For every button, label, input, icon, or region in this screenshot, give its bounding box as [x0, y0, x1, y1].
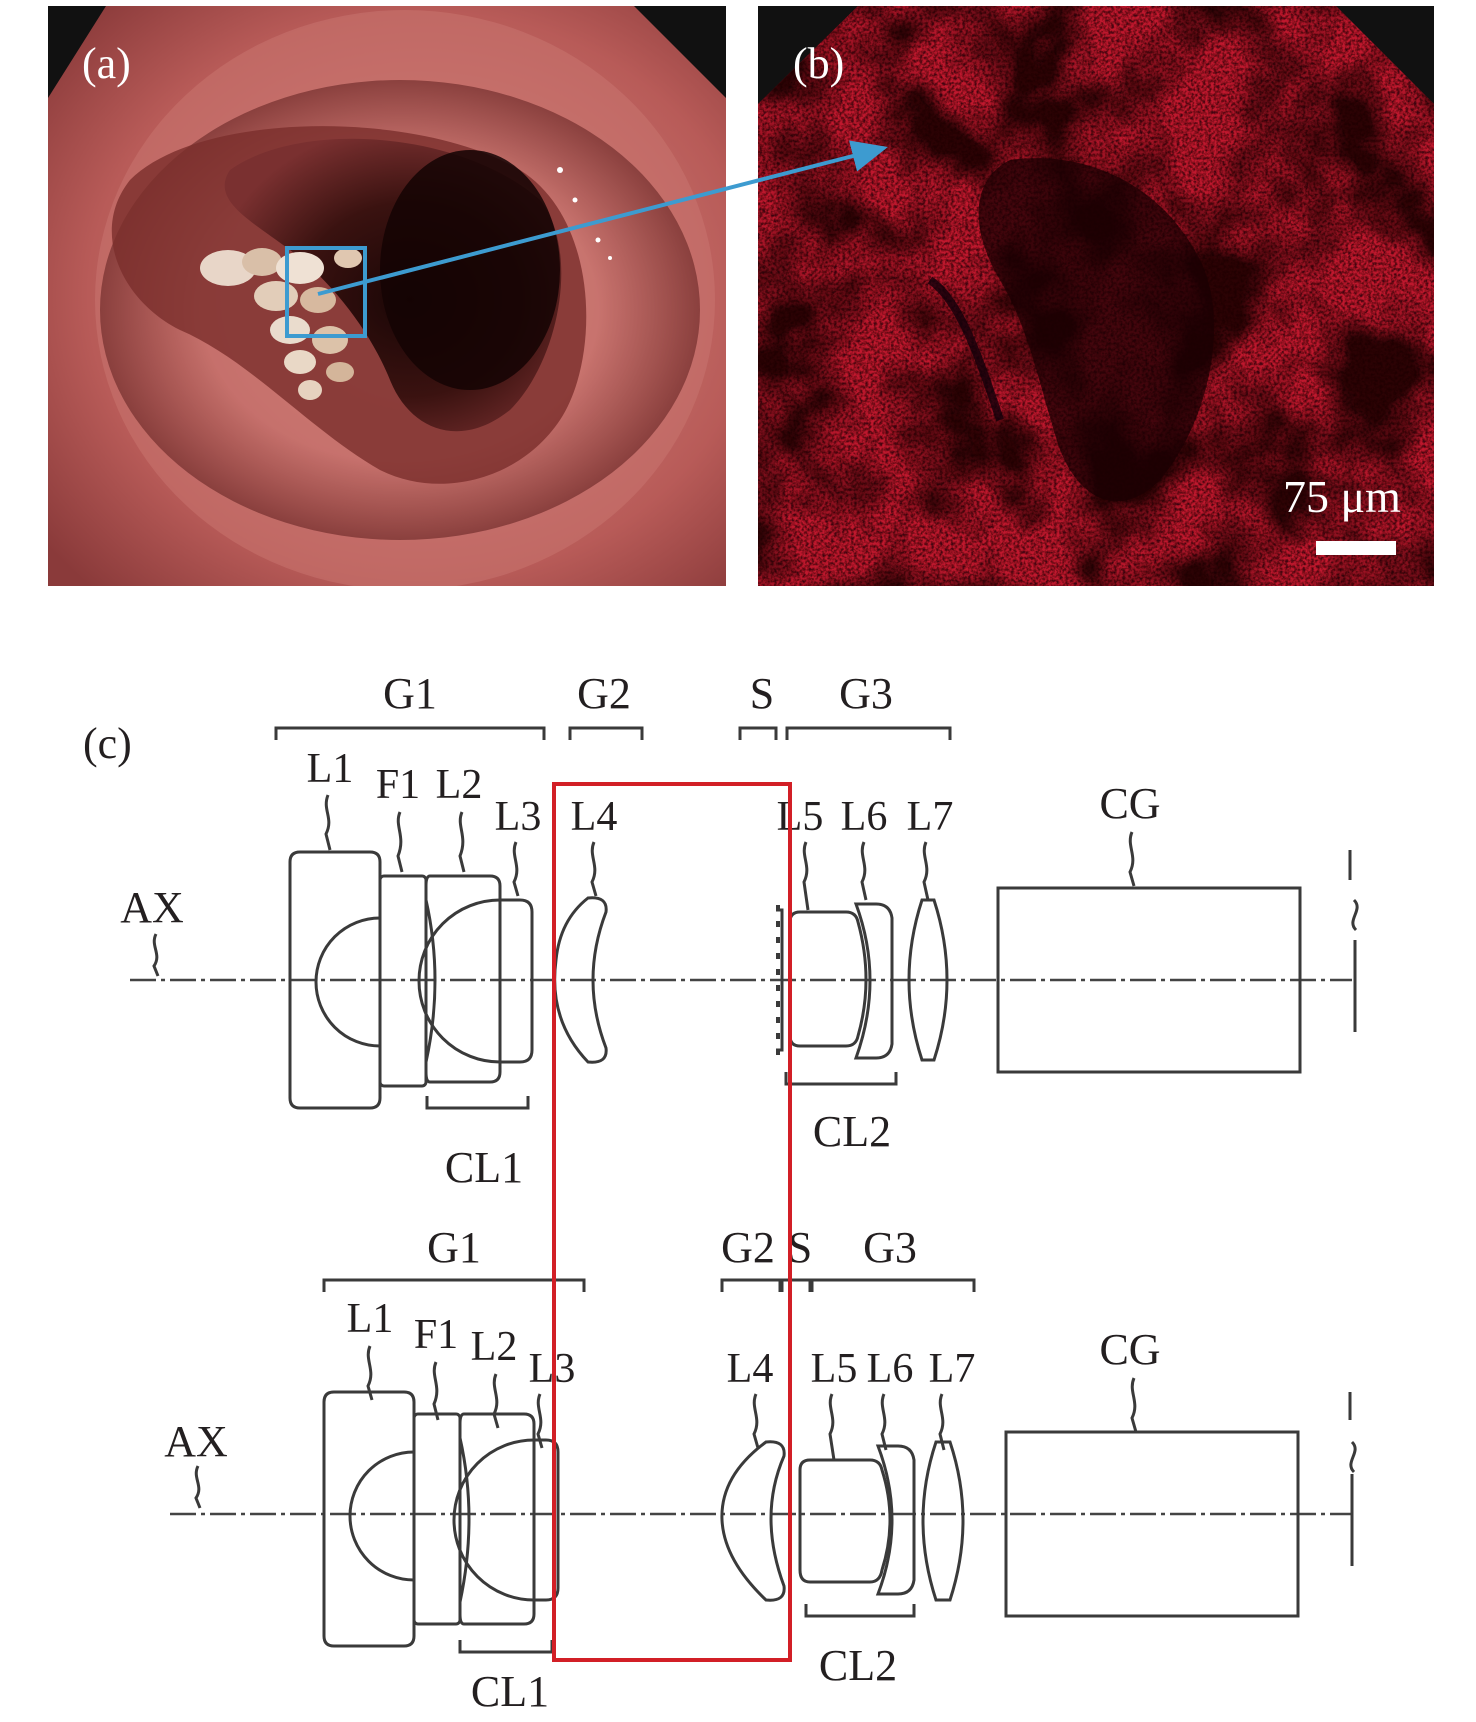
label-l6: L6	[841, 794, 888, 840]
leader-l5	[802, 841, 810, 911]
leader-cg	[1128, 831, 1136, 887]
lens-l3	[500, 898, 534, 1064]
panel-c-label: (c)	[83, 719, 132, 768]
leader-l3-b	[536, 1393, 544, 1449]
lens-l1-curve	[314, 916, 381, 1048]
region-of-interest-box	[285, 246, 367, 338]
leader-l5-b	[828, 1393, 836, 1461]
label-ax: AX	[120, 883, 184, 932]
leader-f1	[396, 811, 404, 873]
bracket-g1	[274, 726, 546, 740]
label-l4: L4	[571, 794, 618, 840]
lens-l2-b	[458, 1412, 536, 1626]
label-g1: G1	[383, 669, 437, 718]
leader-l1	[324, 794, 332, 851]
leader-ax	[152, 933, 160, 977]
cover-glass-cg	[996, 886, 1302, 1074]
label-cl2: CL2	[813, 1107, 891, 1156]
label-l5: L5	[777, 794, 824, 840]
lens-l6-b	[875, 1444, 916, 1596]
label-l4-b: L4	[727, 1346, 774, 1392]
lens-l1-b-curve	[348, 1450, 415, 1582]
highlight-box-g2-region	[552, 782, 792, 1662]
leader-l1-b	[366, 1345, 374, 1401]
lens-l2-b-curve	[458, 1437, 471, 1603]
bracket-cl2	[784, 1072, 898, 1086]
label-cl1: CL1	[445, 1143, 523, 1192]
bracket-s	[738, 726, 778, 740]
leader-l4-b	[752, 1393, 760, 1449]
panel-a-label: (a)	[82, 39, 131, 88]
cover-glass-cg-b	[1004, 1430, 1300, 1618]
bracket-g1-b	[322, 1278, 586, 1292]
label-l5-b: L5	[811, 1346, 858, 1392]
scale-bar	[1316, 541, 1396, 555]
bracket-s-b	[780, 1278, 812, 1292]
lens-l4-b	[720, 1440, 786, 1602]
label-g2-b: G2	[721, 1223, 775, 1272]
label-g3: G3	[839, 669, 893, 718]
bracket-g3-b	[810, 1278, 976, 1292]
lens-l2	[424, 874, 502, 1084]
scale-bar-label: 75 μm	[1283, 471, 1401, 522]
leader-l6-b	[880, 1393, 888, 1451]
leader-l3	[512, 841, 520, 897]
label-s: S	[750, 669, 774, 718]
leader-l2-b	[492, 1373, 500, 1429]
panel-a-endoscopy-image: (a)	[48, 6, 726, 586]
leader-l4	[590, 841, 598, 897]
label-cl2-b: CL2	[819, 1641, 897, 1690]
bracket-cl2-b	[804, 1604, 916, 1618]
lens-l1-b	[322, 1390, 416, 1648]
bracket-g2-b	[720, 1278, 782, 1292]
bracket-g2	[568, 726, 644, 740]
lens-l3-b-curve	[452, 1438, 535, 1602]
zoom-arrow	[317, 140, 888, 296]
bracket-g3	[785, 726, 952, 740]
leader-l2	[458, 811, 466, 873]
leader-ax-b	[194, 1465, 202, 1509]
label-l2: L2	[436, 762, 483, 808]
leader-cg-b	[1130, 1377, 1138, 1433]
leader-l7	[922, 841, 930, 901]
label-l3: L3	[495, 794, 542, 840]
bracket-cl1	[425, 1096, 530, 1110]
lens-l5-b	[798, 1458, 892, 1584]
lens-l3-b	[534, 1438, 560, 1602]
label-l6-b: L6	[867, 1346, 914, 1392]
optical-diagram-bottom: G1 G2 S G3 L1 F1 L2 L3 L4 L5 L6 L7 CG AX	[164, 1223, 1357, 1716]
label-ax-b: AX	[164, 1417, 228, 1466]
lens-l2-curve	[424, 899, 437, 1063]
leader-l7-b	[938, 1393, 946, 1451]
image-plane-mark-b	[1348, 1392, 1357, 1474]
lens-l6	[853, 902, 894, 1060]
label-cg-b: CG	[1099, 1325, 1160, 1374]
label-l7-b: L7	[929, 1346, 976, 1392]
label-l2-b: L2	[471, 1324, 518, 1370]
label-g1-b: G1	[427, 1223, 481, 1272]
panel-b-confocal-image: (b) 75 μm	[758, 6, 1434, 586]
label-cl1-b: CL1	[471, 1667, 549, 1716]
label-f1-b: F1	[414, 1312, 458, 1358]
label-l1-b: L1	[347, 1296, 394, 1342]
lens-l7-b	[921, 1440, 965, 1602]
label-g2: G2	[577, 669, 631, 718]
image-plane-mark	[1348, 850, 1359, 932]
label-g3-b: G3	[863, 1223, 917, 1272]
panel-b-label: (b)	[793, 39, 844, 88]
label-f1: F1	[376, 762, 420, 808]
label-l7: L7	[907, 794, 954, 840]
lens-l3-curve	[417, 898, 501, 1064]
bracket-cl1-b	[458, 1640, 554, 1654]
lens-l1	[288, 850, 382, 1110]
optical-diagram-top: G1 G2 S G3 L1 F1 L2 L3 L4 L5 L6 L7 CG AX	[120, 669, 1359, 1192]
label-l1: L1	[307, 746, 354, 792]
lens-l7	[907, 898, 949, 1062]
leader-l6	[860, 841, 868, 901]
lens-l4	[553, 896, 608, 1064]
label-cg: CG	[1099, 779, 1160, 828]
leader-f1-b	[432, 1361, 440, 1421]
